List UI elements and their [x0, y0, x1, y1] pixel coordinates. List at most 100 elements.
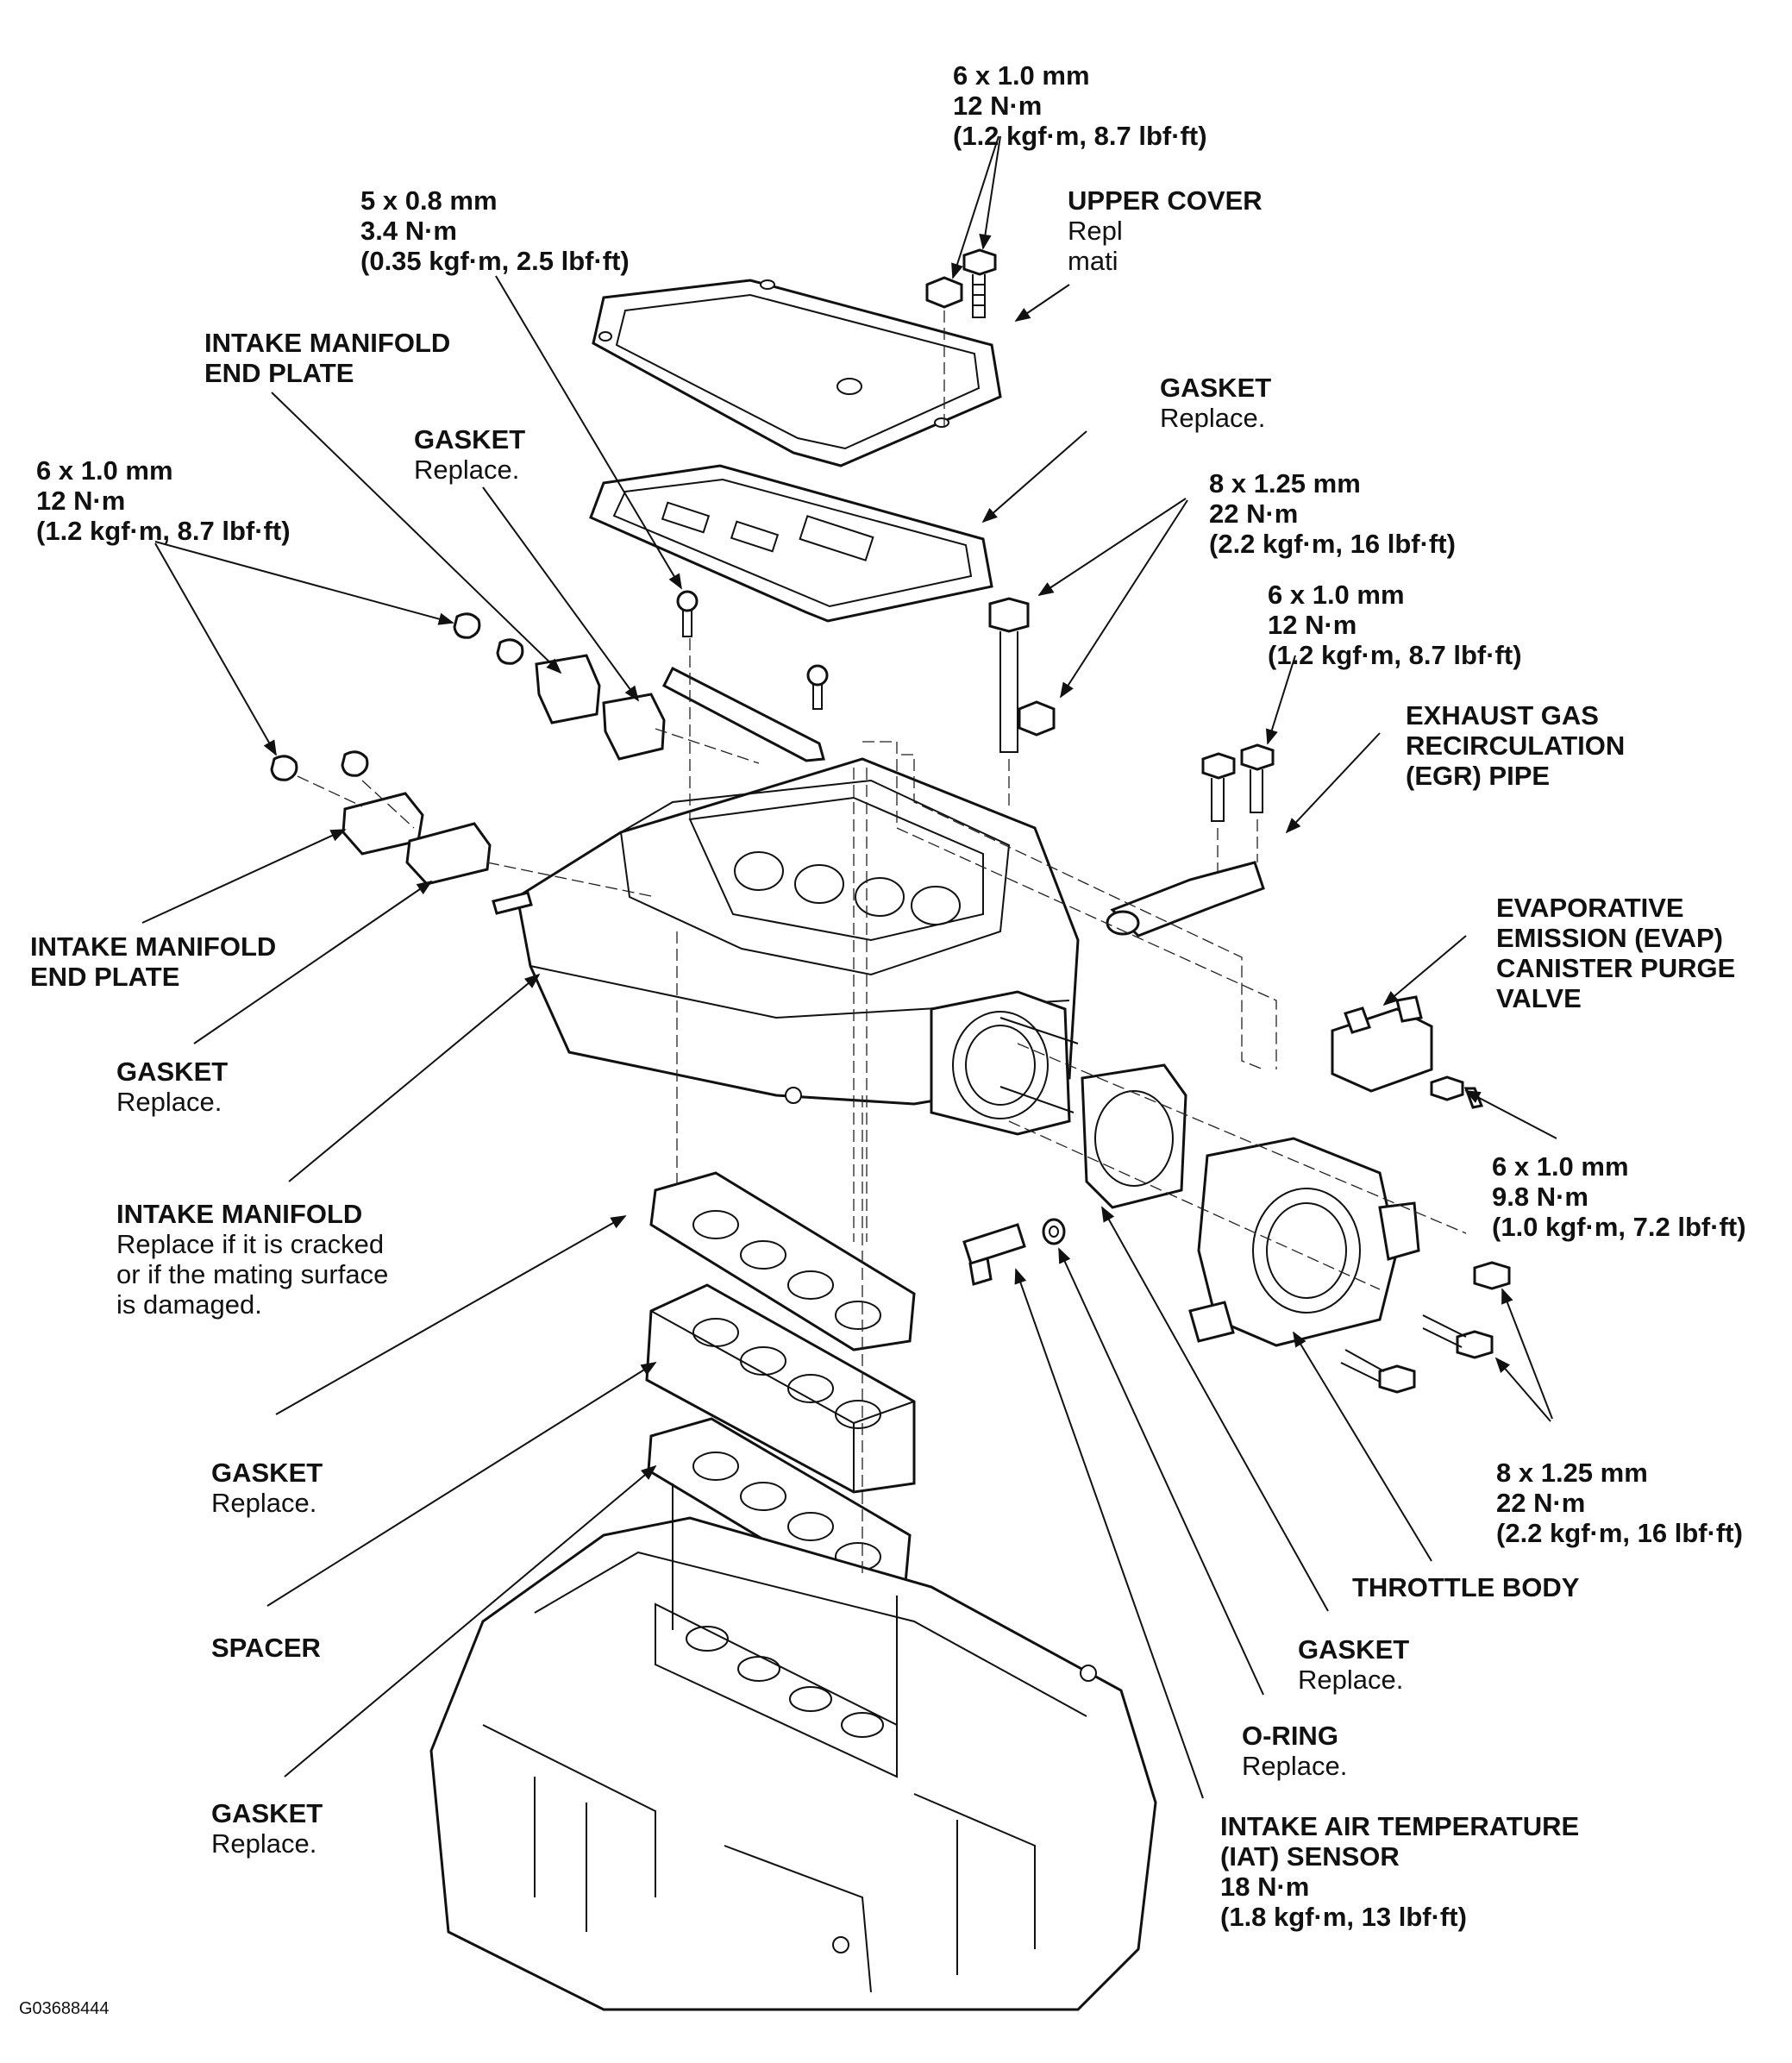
label-bolt-5x08: 5 x 0.8 mm 3.4 N·m (0.35 kgf·m, 2.5 lbf·…: [360, 185, 630, 276]
spec-torque: 18 N·m: [1220, 1872, 1310, 1902]
spec-size: 8 x 1.25 mm: [1496, 1458, 1648, 1488]
label-gasket-upper-right: GASKET Replace.: [1160, 373, 1271, 433]
part-name: GASKET: [211, 1798, 323, 1828]
part-name: VALVE: [1496, 983, 1582, 1013]
part-name: END PLATE: [204, 358, 354, 388]
label-bolt-6x1-egr: 6 x 1.0 mm 12 N·m (1.2 kgf·m, 8.7 lbf·ft…: [1268, 580, 1522, 670]
lower-gasket-1-part: [649, 1171, 916, 1351]
label-spacer: SPACER: [211, 1633, 321, 1663]
spec-torque-alt: (0.35 kgf·m, 2.5 lbf·ft): [360, 246, 630, 276]
part-note: Repl: [1068, 216, 1123, 246]
spec-torque-alt: (1.2 kgf·m, 8.7 lbf·ft): [36, 516, 291, 546]
spec-torque: 22 N·m: [1496, 1488, 1586, 1518]
spec-size: 6 x 1.0 mm: [36, 455, 173, 486]
spec-size: 5 x 0.8 mm: [360, 185, 498, 216]
part-note: Replace.: [1160, 403, 1266, 433]
spec-size: 6 x 1.0 mm: [953, 60, 1090, 91]
part-name: INTAKE MANIFOLD: [30, 931, 277, 962]
part-note: Replace.: [1242, 1751, 1348, 1781]
figure-id: G03688444: [19, 1999, 110, 2018]
part-note: Replace.: [1298, 1665, 1404, 1695]
label-o-ring: O-RING Replace.: [1242, 1721, 1347, 1781]
spec-torque: 3.4 N·m: [360, 216, 457, 246]
part-name: INTAKE AIR TEMPERATURE: [1220, 1811, 1580, 1841]
label-evap-valve: EVAPORATIVE EMISSION (EVAP) CANISTER PUR…: [1496, 893, 1735, 1013]
alignment-lines: [297, 310, 1467, 1578]
throttle-bolts-part: [1340, 1261, 1511, 1394]
label-bolt-6x1-top: 6 x 1.0 mm 12 N·m (1.2 kgf·m, 8.7 lbf·ft…: [953, 60, 1207, 151]
label-end-plate-upper: INTAKE MANIFOLD END PLATE: [204, 328, 450, 388]
middle-bolts-part: [662, 590, 1056, 762]
spec-torque-alt: (1.0 kgf·m, 7.2 lbf·ft): [1492, 1212, 1746, 1242]
part-name: (IAT) SENSOR: [1220, 1841, 1400, 1872]
part-name: CANISTER PURGE: [1496, 953, 1736, 983]
spec-torque-alt: (1.8 kgf·m, 13 lbf·ft): [1220, 1902, 1467, 1932]
part-name: O-RING: [1242, 1721, 1338, 1751]
label-intake-manifold: INTAKE MANIFOLD Replace if it is cracked…: [116, 1199, 388, 1320]
engine-block-part: [429, 1483, 1157, 2011]
spec-size: 6 x 1.0 mm: [1268, 580, 1405, 610]
part-note: Replace.: [116, 1087, 222, 1117]
cover-bolts-part: [925, 248, 997, 318]
part-name: UPPER COVER: [1068, 185, 1263, 216]
spec-torque: 12 N·m: [36, 486, 126, 516]
part-name: GASKET: [116, 1057, 229, 1087]
part-note: or if the mating surface: [116, 1259, 389, 1289]
part-name: INTAKE MANIFOLD: [116, 1199, 363, 1229]
end-plates-part: [270, 612, 666, 886]
spec-torque-alt: (1.2 kgf·m, 8.7 lbf·ft): [953, 121, 1207, 151]
part-name: RECIRCULATION: [1406, 731, 1626, 761]
spacer-part: [645, 1283, 916, 1494]
label-gasket-left: GASKET Replace.: [116, 1057, 228, 1117]
throttle-gasket-part: [1081, 1063, 1187, 1209]
spec-torque-alt: (2.2 kgf·m, 16 lbf·ft): [1209, 529, 1456, 559]
part-name: SPACER: [211, 1633, 321, 1663]
label-bolt-evap: 6 x 1.0 mm 9.8 N·m (1.0 kgf·m, 7.2 lbf·f…: [1492, 1151, 1746, 1242]
part-name: GASKET: [1160, 373, 1272, 403]
label-throttle-body: THROTTLE BODY: [1352, 1572, 1580, 1602]
label-gasket-upper-mid: GASKET Replace.: [414, 424, 525, 485]
spec-torque: 12 N·m: [1268, 610, 1357, 640]
label-bolt-8x125-lower: 8 x 1.25 mm 22 N·m (2.2 kgf·m, 16 lbf·ft…: [1496, 1458, 1743, 1548]
label-gasket-lower-2: GASKET Replace.: [211, 1798, 323, 1859]
part-note: Replace if it is cracked: [116, 1229, 385, 1259]
manifold-throttle-flange-part: [930, 990, 1079, 1136]
part-note: Replace.: [211, 1828, 317, 1859]
part-note: mati: [1068, 246, 1118, 276]
part-name: EXHAUST GAS: [1406, 700, 1599, 731]
spec-torque-alt: (1.2 kgf·m, 8.7 lbf·ft): [1268, 640, 1522, 670]
spec-torque: 12 N·m: [953, 91, 1043, 121]
spec-size: 6 x 1.0 mm: [1492, 1151, 1629, 1182]
part-name: GASKET: [1298, 1634, 1410, 1665]
part-note: Replace.: [211, 1488, 317, 1518]
label-iat-sensor: INTAKE AIR TEMPERATURE (IAT) SENSOR 18 N…: [1220, 1811, 1579, 1932]
spec-torque-alt: (2.2 kgf·m, 16 lbf·ft): [1496, 1518, 1743, 1548]
label-upper-cover: UPPER COVER Repl mati: [1068, 185, 1263, 276]
part-name: THROTTLE BODY: [1352, 1572, 1580, 1602]
part-name: INTAKE MANIFOLD: [204, 328, 451, 358]
label-end-plate-lower: INTAKE MANIFOLD END PLATE: [30, 931, 276, 992]
spec-torque: 9.8 N·m: [1492, 1182, 1588, 1212]
part-name: (EGR) PIPE: [1406, 761, 1551, 791]
upper-cover-part: [592, 279, 1002, 467]
label-bolt-8x125-upper: 8 x 1.25 mm 22 N·m (2.2 kgf·m, 16 lbf·ft…: [1209, 468, 1456, 559]
label-bolt-6x1-left: 6 x 1.0 mm 12 N·m (1.2 kgf·m, 8.7 lbf·ft…: [36, 455, 291, 546]
part-name: END PLATE: [30, 962, 180, 992]
part-name: GASKET: [414, 424, 526, 455]
label-egr-pipe: EXHAUST GAS RECIRCULATION (EGR) PIPE: [1406, 700, 1625, 791]
leader-lines: [141, 135, 1557, 1799]
spec-torque: 22 N·m: [1209, 499, 1299, 529]
iat-sensor-part: [962, 1218, 1066, 1286]
spec-size: 8 x 1.25 mm: [1209, 468, 1361, 499]
upper-gasket-part: [589, 464, 993, 623]
label-gasket-throttle: GASKET Replace.: [1298, 1634, 1409, 1695]
part-name: EMISSION (EVAP): [1496, 923, 1723, 953]
part-note: is damaged.: [116, 1289, 262, 1320]
evap-valve-part: [1331, 995, 1484, 1109]
throttle-body-part: [1188, 1137, 1420, 1347]
label-gasket-lower-1: GASKET Replace.: [211, 1458, 323, 1518]
part-name: EVAPORATIVE: [1496, 893, 1684, 923]
part-note: Replace.: [414, 455, 520, 485]
